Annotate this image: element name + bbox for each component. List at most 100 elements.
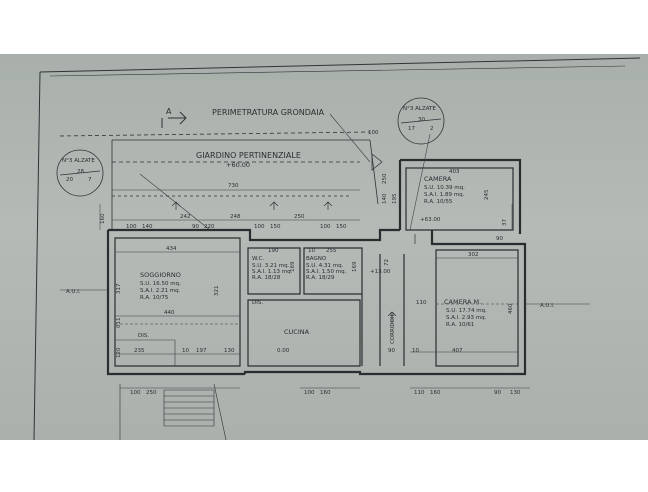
stair-badge-left: [56, 149, 104, 197]
dim-v-460: 460: [508, 303, 514, 314]
dim-110-a: 110: [416, 300, 427, 306]
dim-440: 440: [164, 310, 175, 316]
dim-90-a: 90: [192, 224, 199, 230]
dim-90-b: 90: [496, 236, 503, 242]
stair-badge-right: [397, 97, 445, 145]
dim-242: 242: [180, 214, 191, 220]
dim-730: 730: [228, 183, 239, 189]
section-mark: [161, 111, 187, 128]
dim-100-c: 100: [320, 224, 331, 230]
dim-100-top: 100: [368, 130, 379, 136]
room-soggiorno-ra: R.A. 10/75: [140, 295, 169, 301]
dim-v-160: 160: [100, 213, 106, 224]
section-mark-label: A: [166, 107, 172, 116]
dim-110-b: 110: [414, 390, 425, 396]
dim-100-e: 100: [304, 390, 315, 396]
room-camera-su: S.U. 10.39 mq.: [424, 185, 465, 191]
dim-100-d: 100: [130, 390, 141, 396]
dim-10-a: 10: [308, 248, 315, 254]
room-soggiorno-su: S.U. 16.50 mq.: [140, 281, 181, 287]
dim-130-a: 130: [224, 348, 235, 354]
room-dis-1: DIS.: [252, 300, 263, 306]
room-bagno-ra: R.A. 18/29: [306, 275, 335, 281]
stair-badge-right-a: 17: [408, 126, 415, 132]
dim-v-011: 011: [116, 318, 122, 329]
dim-150-b: 150: [336, 224, 347, 230]
dim-403: 403: [449, 169, 460, 175]
dim-90-d: 90: [494, 390, 501, 396]
room-wc-su: S.U. 3.21 mq.: [252, 263, 290, 269]
room-camera-sai: S.A.I. 1.89 mq.: [424, 192, 465, 198]
flow-arrows: [171, 153, 416, 324]
dim-v-250: 250: [382, 173, 388, 184]
floor-plan-svg: PERIMETRATURA GRONDAIA A N°3 ALZATE 28 2…: [33, 57, 641, 440]
room-camera-m-name: CAMERA M.: [444, 298, 481, 306]
dim-v-169-a: 169: [290, 261, 296, 272]
aui-left: A.U.I.: [66, 289, 81, 295]
room-cucina-name: CUCINA: [284, 328, 310, 336]
stair-badge-right-b: 2: [430, 126, 434, 132]
dim-140: 140: [142, 224, 153, 230]
room-bagno-sai: S.A.I. 1.50 mq.: [306, 269, 347, 275]
dim-434: 434: [166, 246, 177, 252]
dim-v-120: 120: [116, 347, 122, 358]
room-wc-ra: R.A. 18/28: [252, 275, 281, 281]
dim-v-195: 195: [392, 193, 398, 204]
dim-197: 197: [196, 348, 207, 354]
dim-100-a: 100: [126, 224, 137, 230]
dim-302: 302: [468, 252, 479, 258]
floor-plan-sheet: PERIMETRATURA GRONDAIA A N°3 ALZATE 28 2…: [0, 54, 648, 440]
dim-235: 235: [134, 348, 145, 354]
dim-v-72: 72: [384, 259, 390, 266]
room-dis-2: DIS.: [138, 333, 149, 339]
room-camera-m-ra: R.A. 10/61: [446, 322, 474, 328]
dim-220: 220: [204, 224, 215, 230]
stair-badge-left-label: N°3 ALZATE: [62, 158, 95, 164]
room-camera-ra: R.A. 10/55: [424, 199, 453, 205]
room-camera-m-su: S.U. 17.74 mq.: [446, 308, 487, 314]
dim-160-a: 160: [320, 390, 331, 396]
photo-bottom-margin: [0, 440, 648, 492]
room-bagno-name: BAGNO: [306, 256, 327, 262]
dim-248: 248: [230, 214, 241, 220]
photo-top-margin: [0, 0, 648, 54]
dim-v-140: 140: [382, 193, 388, 204]
dim-407: 407: [452, 348, 463, 354]
room-camera-m-sai: S.A.I. 2.93 mq.: [446, 315, 487, 321]
walls: [106, 158, 527, 376]
aui-right: A.U.I.: [540, 303, 555, 309]
room-corridoio-name: CORRIDOIO: [390, 311, 396, 344]
dim-255: 255: [326, 248, 337, 254]
garden-level: +60.00: [226, 161, 250, 169]
dim-190: 190: [268, 248, 279, 254]
room-cucina-level: 0.00: [277, 348, 290, 354]
dim-160-b: 160: [430, 390, 441, 396]
dimension-lines: [99, 167, 530, 389]
dim-90-c: 90: [388, 348, 395, 354]
entrance-steps: [119, 383, 227, 440]
dim-v-321: 321: [214, 286, 220, 297]
sheet-border: [33, 57, 641, 440]
room-camera-name: CAMERA: [424, 175, 452, 183]
room-soggiorno-sai: S.A.I. 2.21 mq.: [140, 288, 181, 294]
garden-name: GIARDINO PERTINENZIALE: [196, 151, 301, 160]
room-soggiorno-name: SOGGIORNO: [140, 271, 181, 279]
garden-outline: [59, 131, 379, 230]
dim-v-169-b: 169: [352, 261, 358, 272]
camera-level: +63.00: [420, 217, 441, 223]
room-bagno-su: S.U. 4.31 mq.: [306, 263, 344, 269]
dim-100-b: 100: [254, 224, 265, 230]
stair-badge-right-label: N°3 ALZATE: [403, 106, 436, 112]
dim-250-b: 250: [146, 390, 157, 396]
dim-130-b: 130: [510, 390, 521, 396]
dim-10-c: 10: [412, 348, 419, 354]
drawing-title: PERIMETRATURA GRONDAIA: [212, 108, 325, 117]
dim-10-b: 10: [182, 348, 189, 354]
stair-badge-left-b: 7: [88, 177, 92, 183]
room-wc-name: W.C.: [252, 256, 264, 262]
dim-150-a: 150: [270, 224, 281, 230]
dim-250: 250: [294, 214, 305, 220]
stair-badge-right-top: 30: [418, 117, 425, 123]
corridor-level: +13.00: [370, 269, 391, 275]
stair-badge-left-top: 28: [77, 169, 84, 175]
